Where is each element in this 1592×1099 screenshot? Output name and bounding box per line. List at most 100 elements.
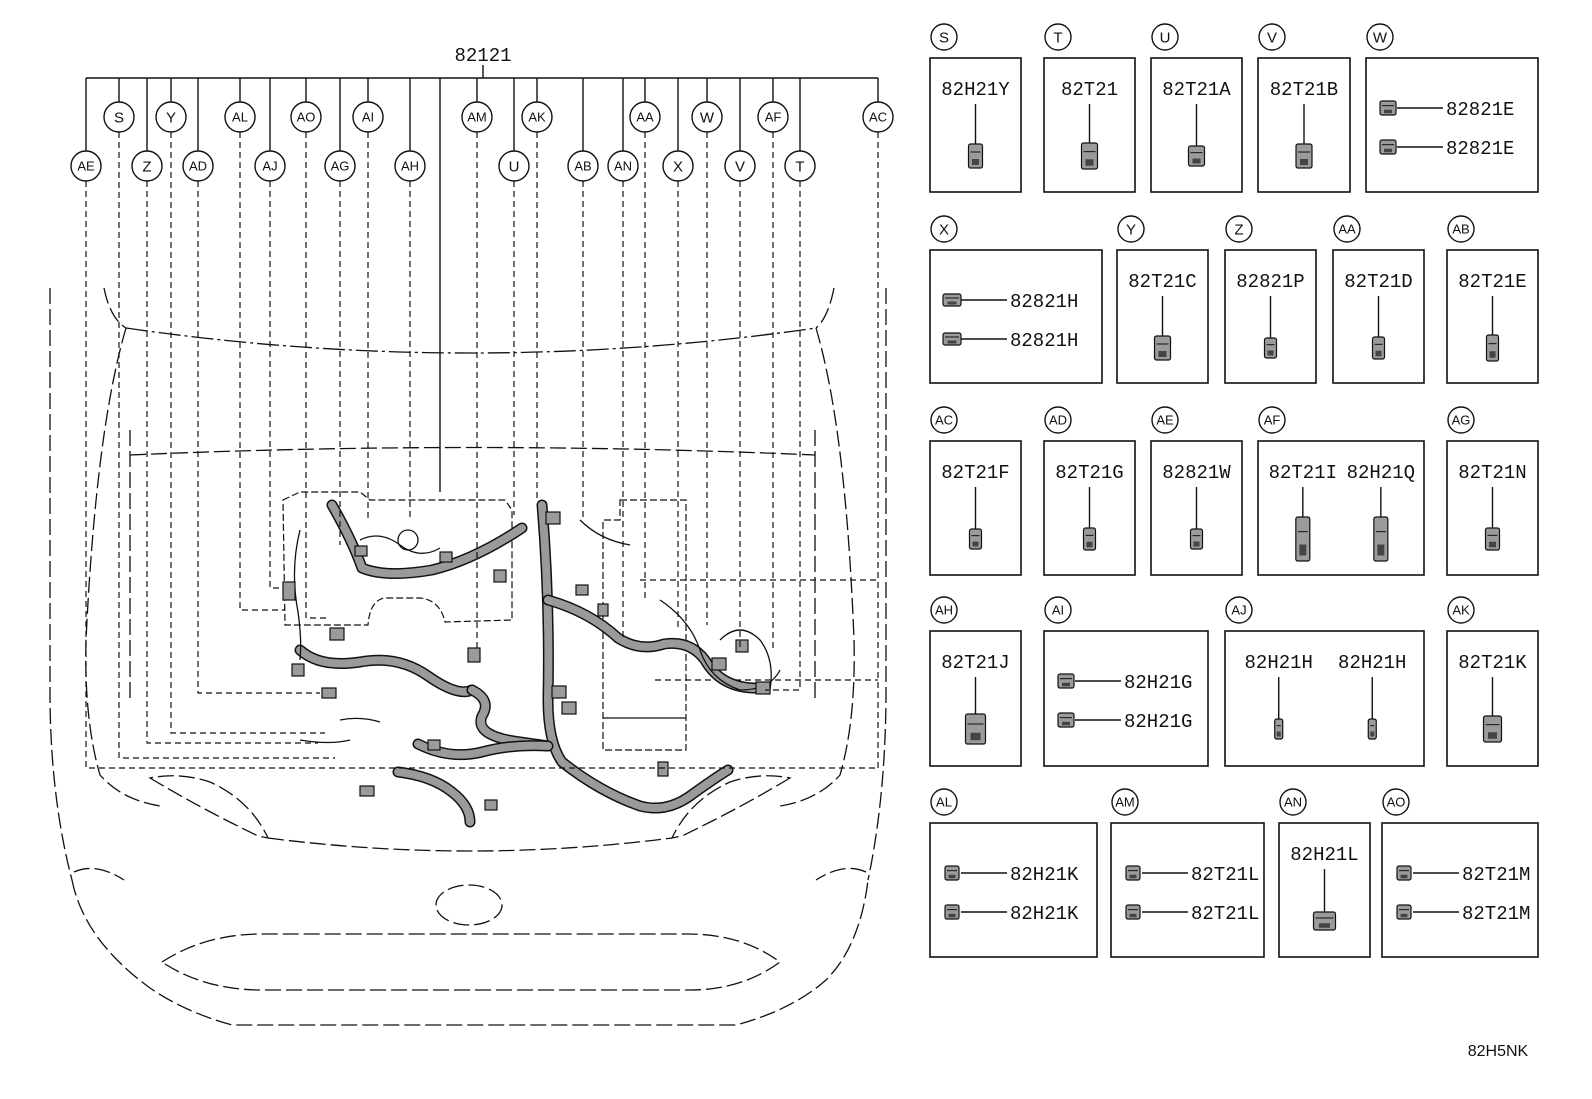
harness-main-trunk xyxy=(536,499,734,814)
callout-circle xyxy=(567,150,599,182)
panel-callout-circle xyxy=(1333,215,1361,243)
detail-panel-z: Z 82821P xyxy=(1224,215,1317,384)
panel-callout-circle xyxy=(1258,406,1286,434)
callout-ah: AH xyxy=(394,78,426,520)
callout-u: U xyxy=(498,78,530,515)
harness-branch-center xyxy=(466,684,554,752)
part-number-label: 82T21C xyxy=(1128,271,1196,293)
panel-callout-circle xyxy=(930,788,958,816)
connector-icon xyxy=(711,657,727,671)
connector-icon xyxy=(291,663,305,677)
harness-branch-lower xyxy=(412,738,554,761)
connector-icon xyxy=(1187,145,1206,167)
panel-callout-letter: AB xyxy=(1452,222,1469,237)
panel-frame xyxy=(1365,57,1539,193)
lower-grille-outline xyxy=(160,933,782,991)
panel-callout-circle xyxy=(1366,23,1394,51)
part-number-label: 82821P xyxy=(1236,271,1304,293)
part-number-label: 82T21D xyxy=(1344,271,1412,293)
connector-icon xyxy=(1082,527,1097,551)
callout-circle xyxy=(182,150,214,182)
vehicle-outline xyxy=(49,287,887,1026)
callout-circle xyxy=(394,150,426,182)
wire-left-vertical xyxy=(293,529,302,661)
connector-icon xyxy=(964,713,987,745)
connector-icon xyxy=(484,799,498,811)
callout-af: AF xyxy=(757,78,789,650)
connector-icon xyxy=(551,685,567,699)
panel-callout-circle xyxy=(1447,596,1475,624)
panel-callout-letter: AK xyxy=(1452,603,1470,618)
callout-circle xyxy=(629,101,661,133)
callout-letter: AN xyxy=(614,159,632,174)
part-number-label: 82H21G xyxy=(1124,672,1192,694)
connector-detail-panels: S82H21YT82T21U82T21AV82T21BW82821E82821E… xyxy=(929,23,1539,958)
panel-callout-circle xyxy=(930,215,958,243)
connector-icon xyxy=(1396,865,1412,881)
connector-icon xyxy=(1484,527,1501,551)
connector-icon xyxy=(1080,142,1099,170)
connector-icon xyxy=(1396,904,1412,920)
callout-ag: AG xyxy=(324,78,356,545)
panel-callout-circle xyxy=(1044,23,1072,51)
callout-ac: AC xyxy=(862,78,894,768)
panel-frame xyxy=(1043,440,1136,576)
callout-ak: AK xyxy=(521,78,553,500)
panel-callout-letter: AO xyxy=(1387,795,1406,810)
callout-letter: S xyxy=(114,109,124,126)
callout-letter: AJ xyxy=(262,159,277,174)
connector-icon xyxy=(1057,673,1075,689)
right-hood-edge xyxy=(779,327,855,807)
part-number-label: 82H21Y xyxy=(941,79,1010,101)
part-number-label: 82T21 xyxy=(1061,79,1118,101)
connector-icon xyxy=(354,545,368,557)
panel-callout-letter: T xyxy=(1053,29,1062,46)
part-number-label: 82H21G xyxy=(1124,711,1192,733)
part-number-label: 82T21A xyxy=(1162,79,1231,101)
connector-icon xyxy=(967,143,984,169)
connector-icon xyxy=(1485,334,1500,362)
engine-bay-top-line xyxy=(129,446,816,456)
panel-callout-letter: Z xyxy=(1234,221,1243,238)
callout-letter: W xyxy=(700,109,715,126)
panel-frame xyxy=(1116,249,1209,384)
connector-icon xyxy=(1125,904,1141,920)
fog-lamp-right-outline xyxy=(815,867,867,881)
callout-leader-line xyxy=(269,181,283,589)
callout-s: S xyxy=(103,78,335,759)
callout-letter: AK xyxy=(528,110,546,125)
callout-leader-line xyxy=(239,132,285,611)
part-number-label: 82821H xyxy=(1010,330,1078,352)
callout-letter: T xyxy=(795,158,804,175)
panel-frame xyxy=(1043,630,1209,767)
callout-letter: AA xyxy=(636,110,654,125)
connector-icon xyxy=(282,581,296,601)
connector-icon xyxy=(1312,911,1337,931)
part-number-label: 82T21G xyxy=(1055,462,1123,484)
connector-icon xyxy=(1373,516,1389,562)
callout-circle xyxy=(724,150,756,182)
connector-icon xyxy=(1057,712,1075,728)
connector-icon xyxy=(597,603,609,617)
connector-icon xyxy=(944,904,960,920)
emblem-outline xyxy=(435,884,503,926)
connector-icon xyxy=(321,687,337,699)
connector-icon xyxy=(1295,516,1311,562)
engine-wire-harness xyxy=(282,499,781,828)
callout-circle xyxy=(461,101,493,133)
callout-letter: V xyxy=(735,158,745,175)
connector-icon xyxy=(1263,337,1278,359)
callout-circle xyxy=(352,101,384,133)
callout-letter: AI xyxy=(362,110,374,125)
